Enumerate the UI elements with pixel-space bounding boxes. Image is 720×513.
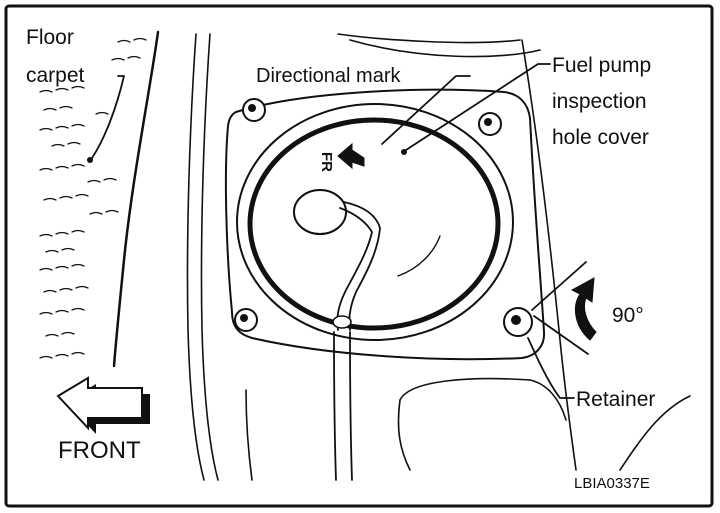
floor-carpet-label-line1: Floor — [26, 26, 74, 49]
hose-outline-b — [343, 201, 381, 331]
front-label: FRONT — [58, 437, 141, 464]
retainer-bolt-top-left — [242, 98, 266, 122]
angle-line-upper — [531, 261, 587, 311]
directional-arrow-icon — [337, 142, 365, 170]
leader-retainer — [527, 337, 575, 399]
cover-center-boss — [293, 189, 347, 235]
floor-carpet-label-line2: carpet — [26, 64, 85, 87]
hole-cover-rim — [247, 117, 501, 331]
retainer-bolt-top-right — [478, 112, 502, 136]
retainer-bolt-bottom-left — [234, 308, 258, 332]
retainer-label: Retainer — [576, 388, 655, 411]
retainer-bolt-bottom-right — [503, 307, 533, 337]
carpet-leader-dot — [87, 157, 93, 163]
front-arrow-icon — [56, 376, 150, 434]
floor-panel-contours — [186, 33, 691, 481]
fuel-pump-label-line3: hole cover — [552, 126, 649, 149]
cover-leader-dot — [401, 149, 407, 155]
figure-code: LBIA0337E — [574, 475, 650, 492]
leader-lines — [91, 63, 589, 399]
rotation-arrow-icon — [570, 277, 597, 341]
rotation-angle-label: 90° — [612, 304, 644, 327]
carpet-edge-line — [112, 30, 160, 368]
floor-carpet-texture — [39, 37, 147, 359]
fuel-pump-label-line2: inspection — [552, 90, 647, 113]
hole-cover-outer-ring — [236, 103, 514, 341]
leader-directional-mark — [381, 75, 471, 145]
hose-connector — [332, 315, 352, 329]
fuel-pump-label-line1: Fuel pump — [552, 54, 651, 77]
leader-fuel-pump — [405, 63, 551, 151]
hose-outline-a — [336, 207, 373, 331]
fr-mark: FR — [318, 152, 335, 172]
cover-surface-contour — [397, 235, 441, 277]
cover-plate — [224, 88, 546, 361]
angle-line-lower — [533, 315, 589, 355]
leader-floor-carpet — [91, 75, 125, 159]
hose-body — [333, 331, 353, 481]
directional-mark-label: Directional mark — [256, 65, 401, 87]
